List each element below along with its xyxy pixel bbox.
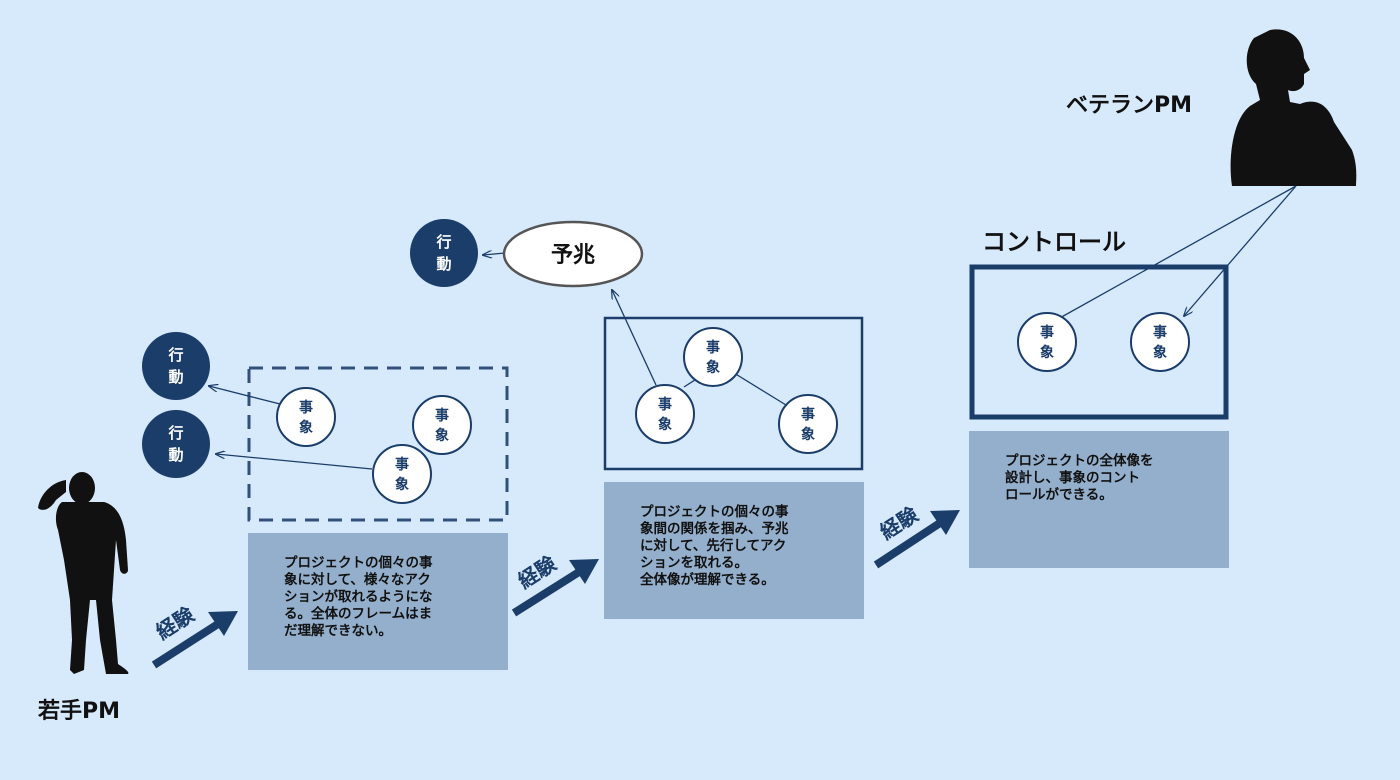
event-node-text-1: 事 [1040, 324, 1054, 341]
event-node-text-1: 事 [1153, 324, 1167, 341]
event-node-text-1: 事 [435, 407, 449, 424]
sign-node: 予兆 [502, 220, 644, 288]
experience-arrow-icon: 経験 [511, 551, 599, 617]
action-node: 行 動 [142, 410, 210, 478]
event-node-text-1: 事 [299, 399, 313, 416]
veteran-pm-silhouette-icon [1230, 29, 1357, 187]
experience-arrow-icon: 経験 [873, 502, 960, 569]
event-node: 事 象 [276, 387, 336, 447]
event-node-text-2: 象 [1153, 344, 1167, 361]
event-node-text-1: 事 [658, 396, 672, 413]
action-node-text-2: 動 [168, 368, 183, 386]
experience-arrow-icon: 経験 [152, 602, 238, 669]
action-node-text-1: 行 [167, 346, 183, 364]
event-node-text-2: 象 [1040, 344, 1054, 361]
event-node: 事 象 [1130, 312, 1190, 372]
stage1-frame [247, 366, 509, 522]
event-node-text-2: 象 [395, 476, 409, 493]
event-node: 事 象 [1017, 312, 1077, 372]
event-node: 事 象 [372, 444, 432, 504]
action-node: 行 動 [410, 219, 478, 287]
event-node: 事 象 [778, 394, 838, 454]
event-node-text-2: 象 [801, 426, 815, 443]
action-node-text-2: 動 [436, 255, 451, 273]
action-node-text-1: 行 [435, 233, 451, 251]
veteran-pm-label: ベテランPM [1066, 93, 1192, 118]
junior-pm-label: 若手PM [38, 698, 120, 724]
event-node: 事 象 [683, 327, 743, 387]
action-node: 行 動 [142, 332, 210, 400]
control-label: コントロール [982, 228, 1126, 256]
event-node-text-2: 象 [299, 419, 313, 436]
action-node-text-1: 行 [167, 424, 183, 442]
stage2-description: プロジェクトの個々の事 象間の関係を掴み、予兆 に対して、先行してアク ションを… [604, 482, 864, 619]
event-node-text-2: 象 [435, 427, 449, 444]
event-node: 事 象 [635, 384, 695, 444]
event-node-text-2: 象 [706, 359, 720, 376]
stage3-description: プロジェクトの全体像を 設計し、事象のコント ロールができる。 [969, 431, 1229, 568]
stage1-description: プロジェクトの個々の事 象に対して、様々なアク ションが取れるようにな る。全体… [248, 533, 508, 670]
event-node-text-2: 象 [658, 416, 672, 433]
stage2-frame [603, 316, 864, 471]
sign-label: 予兆 [551, 243, 595, 268]
event-node-text-1: 事 [801, 406, 815, 423]
event-node-text-1: 事 [706, 339, 720, 356]
event-node: 事 象 [412, 395, 472, 455]
junior-pm-silhouette-icon [38, 472, 129, 674]
stage3-frame [969, 264, 1229, 420]
event-node-text-1: 事 [395, 456, 409, 473]
action-node-text-2: 動 [168, 446, 183, 464]
connectors [209, 185, 1297, 470]
